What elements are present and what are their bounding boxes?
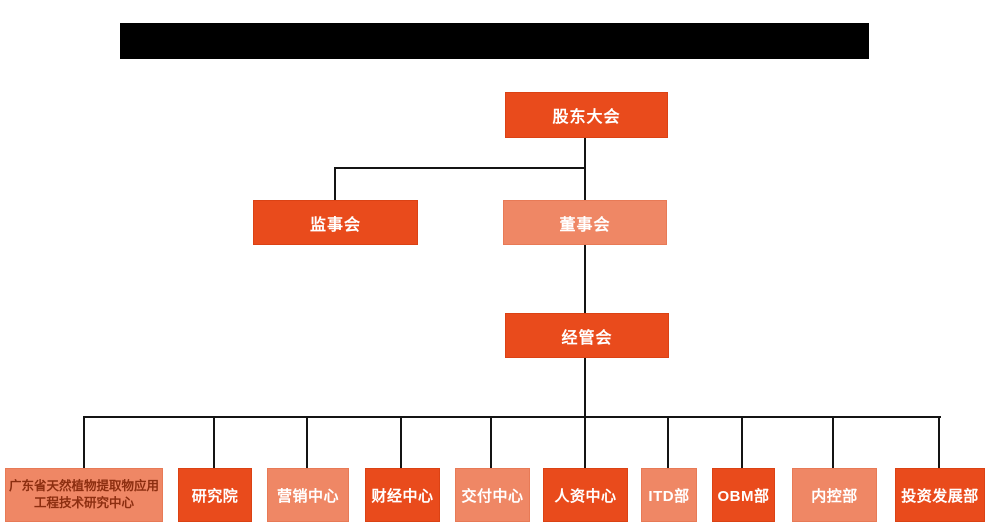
connector-dept-drop (213, 416, 215, 468)
node-dept-marketing-center: 营销中心 (267, 468, 349, 522)
connector-board-management (584, 245, 586, 313)
node-dept-hr-center: 人资中心 (543, 468, 628, 522)
connector-dept-drop (667, 416, 669, 468)
node-dept-delivery-center: 交付中心 (455, 468, 530, 522)
connector-dept-drop (400, 416, 402, 468)
connector-branch-horizontal (334, 167, 586, 169)
node-dept-itd: ITD部 (641, 468, 697, 522)
node-management-committee: 经管会 (505, 313, 669, 358)
node-dept-obm: OBM部 (712, 468, 775, 522)
connector-dept-drop (741, 416, 743, 468)
node-dept-research-center: 广东省天然植物提取物应用工程技术研究中心 (5, 468, 163, 522)
node-dept-research-institute: 研究院 (178, 468, 252, 522)
connector-management-down (584, 358, 586, 417)
node-board-of-directors: 董事会 (503, 200, 667, 245)
title-bar-redacted (120, 23, 869, 59)
connector-dept-drop (832, 416, 834, 468)
node-dept-investment-development: 投资发展部 (895, 468, 985, 522)
connector-shareholders-down (584, 138, 586, 200)
connector-supervisory-drop (334, 167, 336, 200)
node-shareholders-meeting: 股东大会 (505, 92, 668, 138)
connector-dept-drop (83, 416, 85, 468)
connector-dept-drop (938, 416, 940, 468)
node-dept-internal-control: 内控部 (792, 468, 877, 522)
connector-dept-drop (490, 416, 492, 468)
node-dept-finance-center: 财经中心 (365, 468, 440, 522)
connector-dept-drop (584, 416, 586, 468)
connector-bus-horizontal (83, 416, 941, 418)
connector-dept-drop (306, 416, 308, 468)
node-supervisory-board: 监事会 (253, 200, 418, 245)
